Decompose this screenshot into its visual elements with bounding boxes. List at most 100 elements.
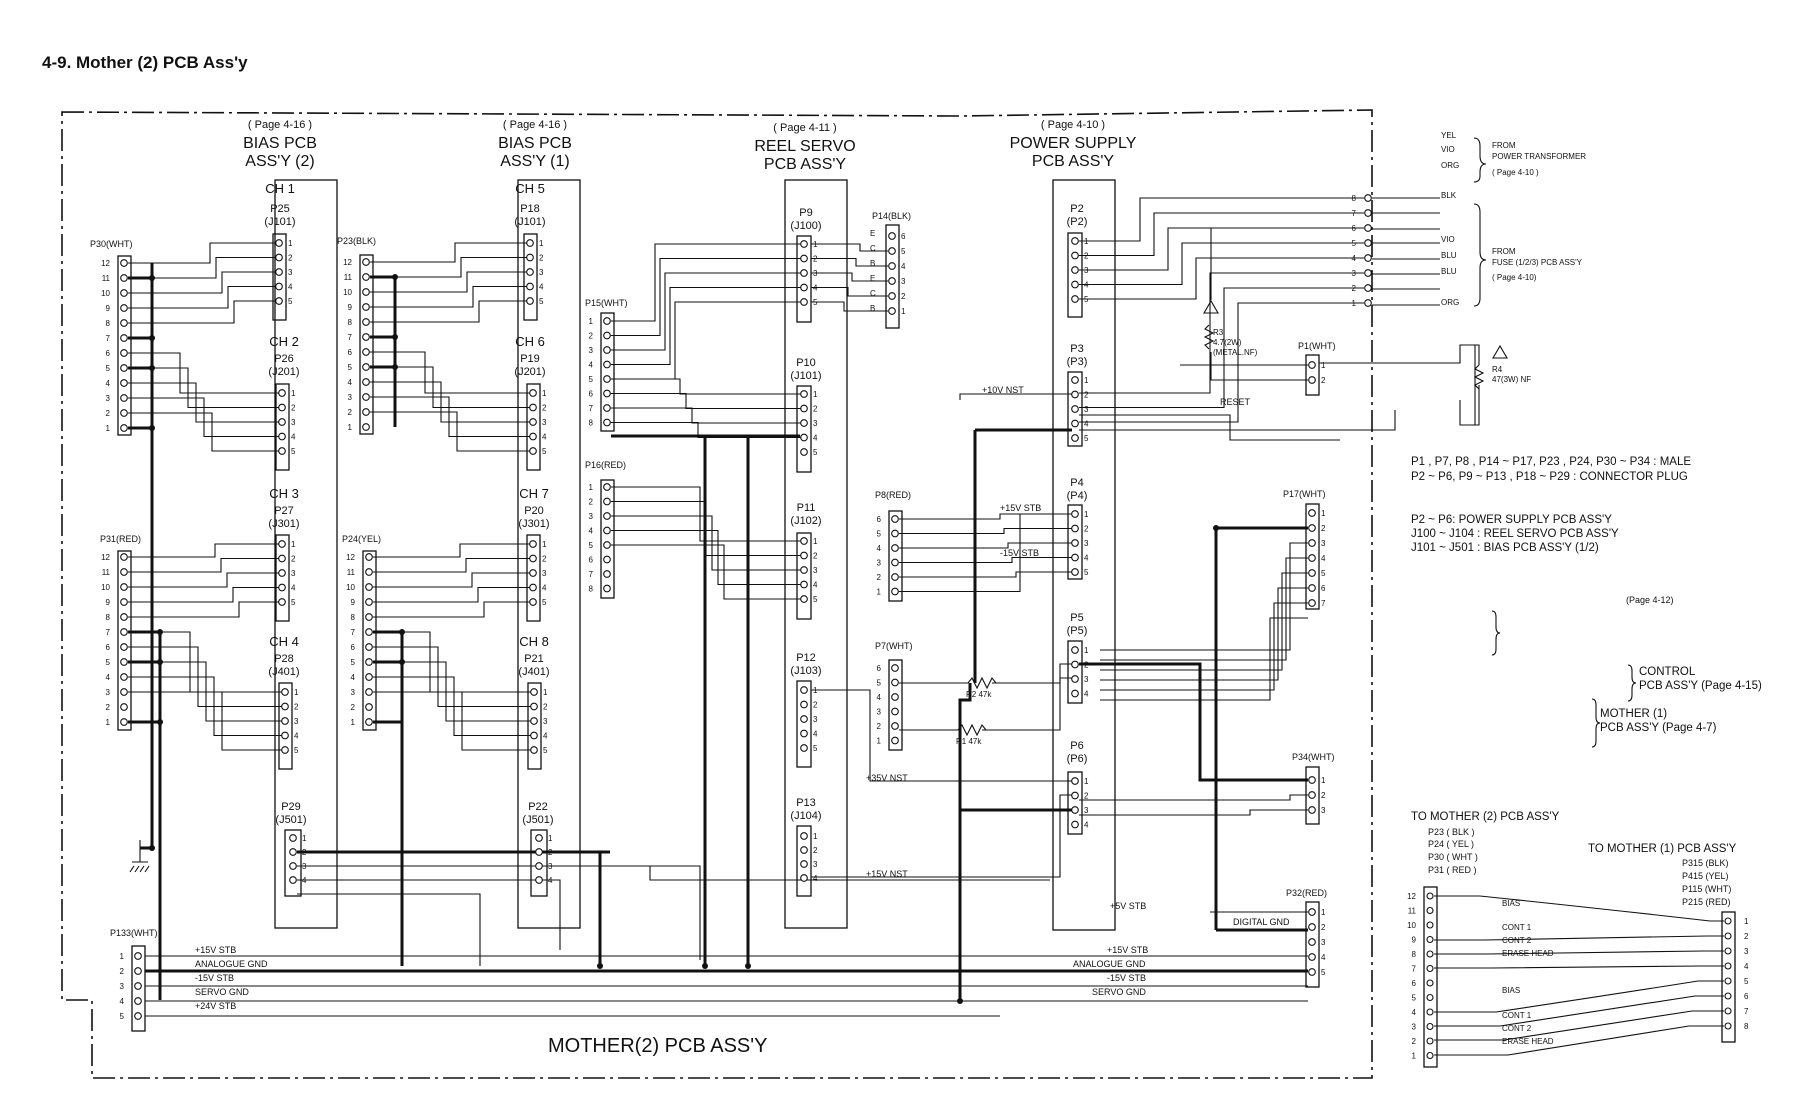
p7-label: P7(WHT)	[875, 641, 913, 651]
svg-text:RESET: RESET	[1220, 397, 1251, 407]
junction-dot	[157, 659, 163, 665]
pin-number: 3	[1352, 269, 1357, 278]
pin-number: 2	[1084, 391, 1089, 400]
connector-pin	[891, 707, 899, 716]
pin-number: 3	[351, 688, 356, 697]
svg-text:( Page 4-16 ): ( Page 4-16 )	[503, 119, 567, 131]
svg-text:P27: P27	[274, 505, 294, 517]
pin-number: 4	[877, 544, 882, 553]
connector-pin	[529, 554, 537, 563]
connector-pin	[1071, 237, 1079, 245]
p17-label: P17(WHT)	[1283, 489, 1326, 499]
pin-number: 3	[1084, 806, 1089, 815]
p30-label: P30(WHT)	[90, 239, 133, 249]
svg-text:PCB ASS'Y: PCB ASS'Y	[764, 156, 847, 173]
p2-connector: P2 (P2)	[1067, 203, 1087, 318]
pin-number: 1	[589, 483, 594, 492]
junction-dot	[149, 845, 155, 851]
svg-text:P4: P4	[1070, 477, 1083, 489]
connector-pin	[1071, 405, 1079, 413]
svg-text:P18: P18	[520, 203, 540, 215]
connector-pin	[888, 232, 896, 240]
pin-number: 6	[589, 556, 594, 565]
pin-number: 8	[1412, 950, 1417, 959]
connector-pin	[1426, 1008, 1434, 1016]
connector-pin	[365, 583, 373, 591]
wire	[811, 689, 1072, 782]
pin-number: 9	[106, 304, 111, 313]
pin-number: 12	[101, 259, 110, 268]
connector-pin	[1308, 584, 1316, 592]
pin-number: 3	[877, 559, 882, 568]
wire	[811, 286, 888, 297]
svg-text:BIAS PCB: BIAS PCB	[498, 135, 572, 152]
cable-wire	[1434, 1025, 1724, 1056]
pin-number: 2	[589, 498, 594, 507]
connector-pin	[1364, 194, 1372, 202]
wiring	[128, 197, 1480, 1017]
svg-text:PCB ASS'Y (Page 4-15): PCB ASS'Y (Page 4-15)	[1639, 680, 1762, 692]
connector-pin	[800, 595, 808, 603]
p14-pin-letters: E C B E C B	[870, 229, 876, 313]
svg-text:ANALOGUE GND: ANALOGUE GND	[195, 959, 268, 969]
connector-pin	[365, 688, 373, 696]
svg-text:MOTHER (1): MOTHER (1)	[1600, 708, 1667, 720]
wire	[373, 676, 531, 737]
pin-number: 2	[120, 967, 125, 976]
connector-pin	[1364, 269, 1372, 277]
pin-number: 1	[877, 588, 882, 597]
connector-pin	[1071, 660, 1079, 669]
svg-text:J100 ~ J104 : REEL SERVO PCB A: J100 ~ J104 : REEL SERVO PCB ASS'Y	[1411, 528, 1619, 540]
wire	[1079, 809, 1308, 816]
pin-number: 4	[813, 581, 818, 590]
pin-number: 1	[813, 686, 818, 695]
connector-pin	[1724, 947, 1732, 955]
connector-pin	[800, 283, 808, 292]
pin-number: 7	[348, 333, 353, 342]
bias1-board	[517, 179, 581, 929]
pin-number: 8	[1352, 194, 1357, 203]
wire	[1079, 794, 1308, 801]
junction-dot	[702, 963, 708, 969]
pin-number: 4	[1352, 254, 1357, 263]
wire	[611, 544, 801, 600]
wire	[611, 392, 801, 410]
connector-pin	[1364, 284, 1372, 292]
svg-text:B: B	[870, 304, 875, 313]
pin-number: 2	[1321, 524, 1326, 533]
pin-number: 2	[813, 846, 818, 855]
connector-pin	[120, 568, 128, 576]
connector-pin	[800, 551, 808, 560]
pin-number: 2	[1352, 284, 1357, 293]
p16-body	[600, 479, 615, 599]
connector-pin	[278, 403, 286, 412]
connector-pin	[800, 686, 808, 694]
connector-pin	[120, 703, 128, 711]
pin-number: 3	[539, 268, 544, 277]
svg-text:BLU: BLU	[1441, 251, 1457, 260]
connector-pin	[1308, 569, 1316, 577]
svg-text:47(3W) NF: 47(3W) NF	[1492, 375, 1531, 384]
connector-pin	[1426, 1022, 1434, 1031]
pin-number: 3	[1321, 938, 1326, 947]
pin-number: 3	[1084, 539, 1089, 548]
pin-number: 4	[539, 283, 544, 292]
pin-number: 1	[294, 688, 299, 697]
connector-pin	[120, 673, 128, 681]
pin-number: 2	[106, 703, 111, 712]
pin-number: 2	[106, 409, 111, 418]
cable-legend: TO MOTHER (2) PCB ASS'Y P23 ( BLK ) P24 …	[1411, 811, 1737, 1068]
connector-pin	[1071, 419, 1079, 428]
pin-number: 4	[542, 584, 547, 593]
svg-text:(J101): (J101)	[790, 370, 821, 382]
wire	[1100, 572, 1308, 671]
connector-pin	[800, 240, 808, 248]
wire	[128, 412, 279, 452]
wire	[370, 256, 527, 278]
p24-body	[362, 550, 377, 731]
wire	[982, 677, 1072, 731]
connector-pin	[888, 292, 896, 300]
connector-pin	[278, 598, 286, 606]
pin-number: 3	[901, 277, 906, 286]
connector-pin	[529, 598, 537, 606]
